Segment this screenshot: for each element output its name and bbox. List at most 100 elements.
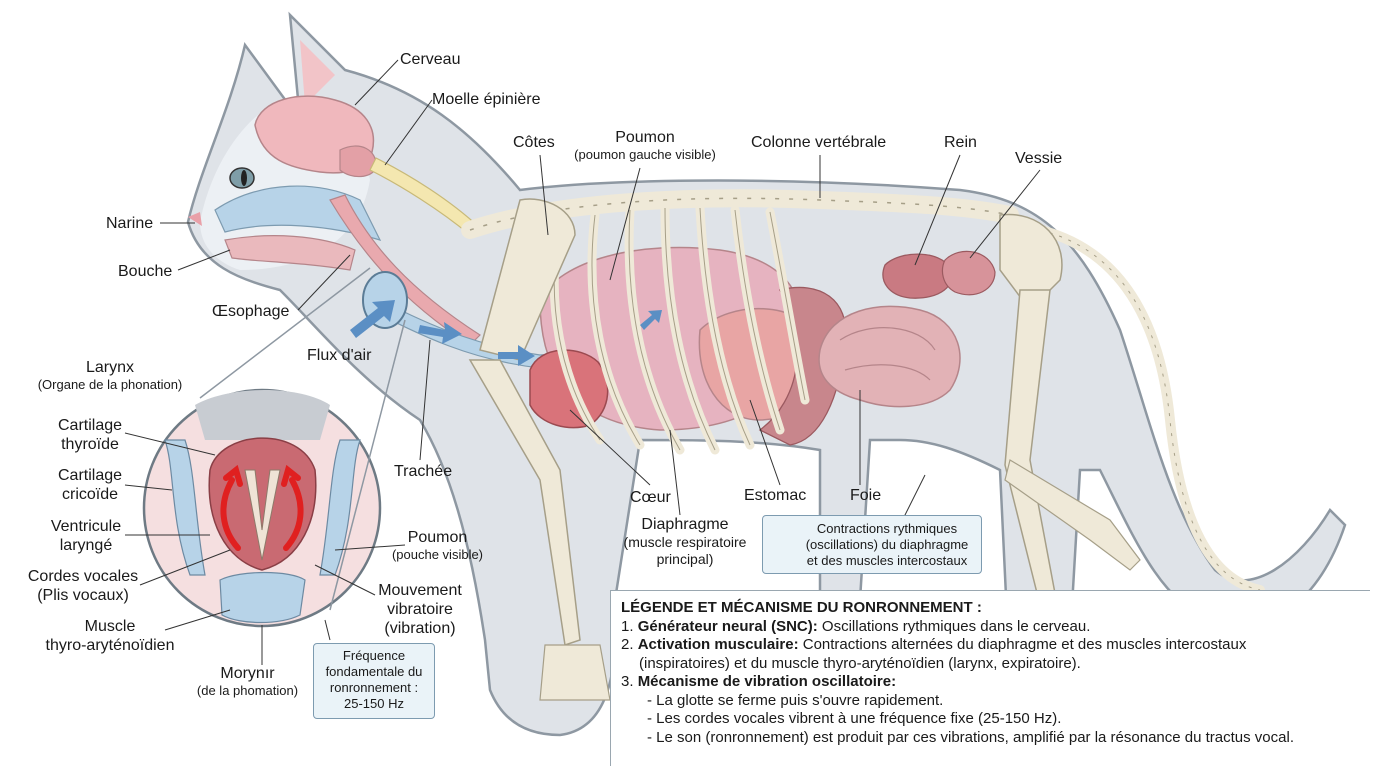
label-cricoide-line1: Cartilage bbox=[57, 467, 123, 484]
label-thyroide-line1: Cartilage bbox=[57, 417, 123, 434]
legend-item-2-heading: Activation musculaire: bbox=[637, 636, 799, 653]
label-trachee: Trachée bbox=[394, 463, 453, 480]
label-coeur: Cœur bbox=[630, 489, 671, 506]
legend-item-2-number: 2. bbox=[621, 636, 634, 653]
label-poumon-title: Poumon bbox=[615, 129, 675, 146]
label-larynx-sub: (Organe de la phonation) bbox=[37, 377, 183, 392]
label-ventricule-line1: Ventricule bbox=[50, 518, 122, 535]
label-moelle: Moelle épinière bbox=[432, 91, 541, 108]
label-vessie: Vessie bbox=[1015, 150, 1063, 167]
pelvis bbox=[999, 213, 1063, 312]
intestine-loops bbox=[839, 327, 936, 381]
legend-item-2: 2. Activation musculaire: Contractions a… bbox=[621, 636, 1360, 655]
label-diaphragme-sub2: principal) bbox=[656, 551, 714, 567]
legend-item-3-heading: Mécanisme de vibration oscillatoire: bbox=[637, 673, 897, 690]
label-cricoide: Cartilage cricoïde bbox=[40, 466, 140, 504]
label-mouvement-line3: (vibration) bbox=[384, 620, 456, 637]
label-narine: Narine bbox=[106, 215, 154, 232]
airflow-arrows bbox=[350, 300, 662, 366]
label-cordes: Cordes vocales (Plis vocaux) bbox=[20, 567, 146, 605]
front-paw-bones bbox=[539, 644, 611, 701]
label-cotes: Côtes bbox=[513, 134, 555, 151]
label-bouche: Bouche bbox=[118, 263, 173, 280]
label-poumon: Poumon (poumon gauche visible) bbox=[560, 128, 730, 163]
label-larynx-title: Larynx bbox=[85, 359, 135, 376]
contractions-line3: et des muscles intercostaux bbox=[806, 553, 968, 568]
legend-item-3-number: 3. bbox=[621, 673, 634, 690]
legend-item-3: 3. Mécanisme de vibration oscillatoire: bbox=[621, 673, 1360, 692]
cat-pupil bbox=[241, 170, 247, 186]
label-cerveau: Cerveau bbox=[400, 51, 461, 68]
label-moryn-sub: (de la phomation) bbox=[196, 683, 299, 698]
zoom-top-cap bbox=[195, 390, 330, 440]
label-poumon2-title: Poumon bbox=[407, 529, 468, 546]
purring-legend: LÉGENDE ET MÉCANISME DU RONRONNEMENT : 1… bbox=[610, 590, 1370, 766]
label-mouvement-line1: Mouvement bbox=[378, 582, 462, 599]
label-ventricule: Ventricule laryngé bbox=[36, 517, 136, 555]
label-moryn: Morynır (de la phomation) bbox=[185, 664, 310, 699]
tail-bones-outline bbox=[1039, 229, 1261, 591]
kidney bbox=[882, 253, 953, 299]
legend-item-2-continued: (inspiratoires) et du muscle thyro-aryté… bbox=[639, 654, 1081, 672]
label-estomac: Estomac bbox=[744, 487, 807, 504]
zoom-connector-top bbox=[199, 267, 371, 399]
label-diaphragme-title: Diaphragme bbox=[641, 516, 729, 533]
label-cordes-line2: (Plis vocaux) bbox=[37, 587, 129, 604]
label-foie: Foie bbox=[850, 487, 882, 504]
label-cricoide-line2: cricoïde bbox=[61, 486, 119, 503]
freq-line2: fondamentale du bbox=[325, 664, 423, 679]
contractions-line1: Contractions rythmiques bbox=[816, 521, 958, 536]
label-diaphragme: Diaphragme (muscle respiratoire principa… bbox=[610, 515, 760, 568]
legend-item-2-text: Contractions alternées du diaphragme et … bbox=[798, 636, 1247, 653]
label-rein: Rein bbox=[944, 134, 977, 151]
label-ventricule-line2: laryngé bbox=[59, 537, 113, 554]
legend-title: LÉGENDE ET MÉCANISME DU RONRONNEMENT : bbox=[621, 599, 982, 616]
label-thyroide: Cartilage thyroïde bbox=[40, 416, 140, 454]
cat-ear-inner bbox=[300, 40, 335, 105]
legend-bullet-1: - La glotte se ferme puis s'ouvre rapide… bbox=[647, 691, 944, 709]
label-poumon-sub: (poumon gauche visible) bbox=[574, 147, 716, 162]
frequency-callout: Fréquence fondamentale du ronronnement :… bbox=[313, 643, 435, 719]
label-poumon2: Poumon (pouche visible) bbox=[380, 528, 495, 563]
contractions-callout: Contractions rythmiques (oscillations) d… bbox=[762, 515, 982, 574]
cricoid-cartilage bbox=[219, 571, 306, 624]
legend-item-1-heading: Générateur neural (SNC): bbox=[637, 617, 818, 635]
legend-item-1-text: Oscillations rythmiques dans le cerveau. bbox=[817, 617, 1091, 635]
leader-lines bbox=[124, 59, 1041, 665]
label-poumon2-sub: (pouche visible) bbox=[391, 547, 484, 562]
label-muscle-line1: Muscle bbox=[84, 618, 136, 635]
vocal-folds bbox=[244, 469, 281, 561]
trachea-tube bbox=[329, 194, 481, 346]
label-thyroide-line2: thyroïde bbox=[61, 436, 119, 453]
front-leg-bones bbox=[468, 359, 581, 646]
vibration-arrow-left bbox=[220, 464, 243, 551]
label-colonne: Colonne vertébrale bbox=[751, 134, 887, 151]
label-muscle: Muscle thyro-aryténoïdien bbox=[20, 617, 200, 655]
label-diaphragme-sub1: (muscle respiratoire bbox=[623, 534, 747, 550]
freq-line3: ronronnement : bbox=[329, 680, 419, 695]
label-cordes-line1: Cordes vocales bbox=[27, 568, 139, 585]
mouth-cavity bbox=[224, 235, 356, 271]
bladder bbox=[941, 250, 996, 296]
label-flux: Flux d'air bbox=[307, 347, 372, 364]
hind-lower-bones bbox=[1004, 459, 1141, 571]
label-muscle-line2: thyro-aryténoïdien bbox=[45, 637, 175, 654]
label-larynx: Larynx (Organe de la phonation) bbox=[20, 358, 200, 393]
label-mouvement-line2: vibratoire bbox=[387, 601, 453, 618]
contractions-line2: (oscillations) du diaphragme bbox=[805, 537, 969, 552]
label-oesophage: Œsophage bbox=[212, 303, 290, 320]
label-mouvement: Mouvement vibratoire (vibration) bbox=[370, 581, 470, 638]
cat-nose bbox=[188, 212, 202, 226]
legend-item-1: 1. Générateur neural (SNC): Oscillations… bbox=[621, 618, 1360, 637]
zoom-connector-bottom bbox=[329, 319, 406, 611]
freq-line4: 25-150 Hz bbox=[344, 696, 404, 711]
vibration-arrow-right bbox=[281, 464, 304, 551]
label-moryn-title: Morynır bbox=[220, 665, 275, 682]
thyroid-cartilage-left bbox=[164, 439, 206, 576]
legend-item-1-number: 1. bbox=[621, 617, 634, 635]
intestines bbox=[818, 305, 961, 408]
scapula bbox=[479, 198, 576, 361]
legend-bullet-2: - Les cordes vocales vibrent à une fréqu… bbox=[647, 710, 1062, 727]
thyroid-cartilage-right bbox=[319, 439, 361, 576]
legend-bullet-3: - Le son (ronronnement) est produit par … bbox=[647, 728, 1294, 746]
